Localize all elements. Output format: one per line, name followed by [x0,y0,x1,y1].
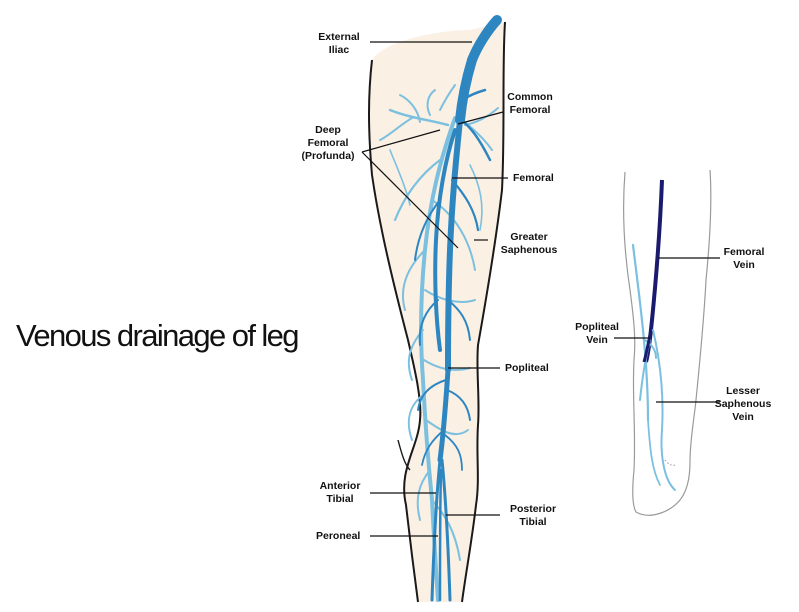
side-leg-superficial [631,243,676,491]
label-femoral-vein: Femoral Vein [723,246,765,271]
label-common-femoral: Common Femoral [507,91,553,116]
knee-crease [397,439,411,471]
side-leg-skin [623,169,712,516]
label-popliteal: Popliteal [505,362,549,374]
label-deep-femoral: Deep Femoral (Profunda) [301,124,355,162]
posterior-tibial-vein [440,458,452,602]
main-leg [368,15,506,603]
heel-dots [664,459,677,466]
deep-veins [414,15,502,602]
diagram-title: Venous drainage of leg [16,318,300,353]
deep-femoral-vein [433,128,457,352]
external-iliac-vein [455,15,502,125]
anterior-tibial-vein [430,458,442,602]
label-external-iliac: External Iliac [318,31,360,56]
label-peroneal: Peroneal [316,530,361,542]
side-leader-lines [614,257,720,403]
peroneal-vein [438,468,443,602]
side-leg [623,169,712,516]
main-leader-lines [361,41,508,537]
label-popliteal-vein: Popliteal Vein [575,321,619,346]
leader-deep-femoral-b [361,151,459,249]
femoral-vein [445,117,463,373]
label-femoral: Femoral [513,172,554,184]
label-greater-saphenous: Greater Saphenous [500,231,558,256]
label-posterior-tibial: Posterior Tibial [509,503,557,528]
leader-deep-femoral-a [361,129,441,153]
leader-common-femoral [457,111,504,125]
leg-outline-right [461,21,506,603]
label-anterior-tibial: Anterior Tibial [319,480,361,505]
label-lesser-saphenous-vein: Lesser Saphenous Vein [714,385,772,423]
popliteal-vein [437,367,451,463]
